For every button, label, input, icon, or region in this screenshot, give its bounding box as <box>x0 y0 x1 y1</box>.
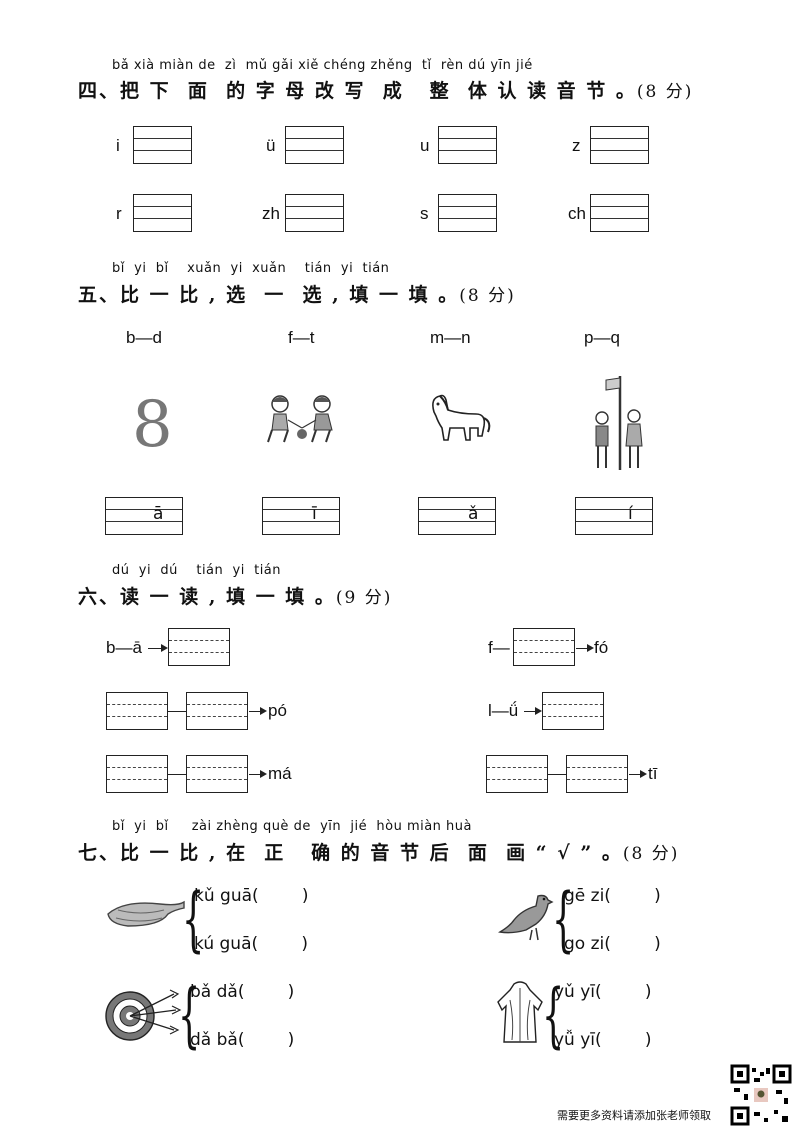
s4-writing-box[interactable] <box>285 194 344 232</box>
arrow-icon <box>576 644 594 652</box>
s5-tone: ǎ <box>468 504 479 524</box>
s5-writing-box[interactable]: ā <box>105 497 183 535</box>
brace-icon: { <box>182 878 205 960</box>
s4-pinyin: bǎ xià miàn de zì mǔ gǎi xiě chéng zhěng… <box>112 58 533 73</box>
brace-icon: { <box>542 974 565 1056</box>
s7-choice[interactable]: kú guā( ) <box>194 934 308 954</box>
s6-fo-prefix: f— <box>488 638 510 657</box>
s4-title: 四、把 下 面 的 字 母 改 写 成 整 体 认 读 音 节 。(8 分) <box>78 80 694 102</box>
pigeon-image <box>498 894 554 941</box>
arrow-icon <box>524 707 542 715</box>
s5-writing-box[interactable]: ǎ <box>418 497 496 535</box>
s4-letter-u: u <box>420 136 430 155</box>
s6-ti-result: tī <box>648 764 658 783</box>
s6-answer-box[interactable] <box>186 692 248 730</box>
s6-answer-box[interactable] <box>186 755 248 793</box>
s4-writing-box[interactable] <box>438 126 497 164</box>
s4-writing-box[interactable] <box>590 126 649 164</box>
digit-eight-image: 8 <box>132 388 173 462</box>
arrow-icon <box>249 707 267 715</box>
s7-score: (8 分) <box>622 844 680 864</box>
s6-ba-label: b—ā <box>106 638 142 657</box>
s7-title: 七、比 一 比 , 在 正 确 的 音 节 后 面 画 “ √ ” 。(8 分) <box>78 842 680 864</box>
connector-line <box>168 774 186 775</box>
qr-code-icon[interactable] <box>730 1064 792 1126</box>
s4-letter-i: i <box>116 136 120 155</box>
s4-writing-box[interactable] <box>285 126 344 164</box>
connector-line <box>168 711 186 712</box>
raincoat-image <box>497 981 543 1043</box>
s7-choice[interactable]: dǎ bǎ( ) <box>190 1030 295 1050</box>
s5-pinyin: bǐ yi bǐ xuǎn yi xuǎn tián yi tián <box>112 261 390 276</box>
flag-raising-image <box>595 376 643 470</box>
s7-choice[interactable]: yǔ yī( ) <box>554 982 652 1002</box>
arrow-icon <box>249 770 267 778</box>
s5-writing-box[interactable]: ī <box>262 497 340 535</box>
arrow-icon <box>629 770 647 778</box>
connector-line <box>548 774 566 775</box>
s6-answer-box[interactable] <box>566 755 628 793</box>
arrow-icon <box>148 644 168 652</box>
s5-pair-bd: b—d <box>126 328 162 347</box>
s4-letter-z: z <box>572 136 581 155</box>
s6-pinyin: dú yi dú tián yi tián <box>112 563 282 578</box>
brace-icon: { <box>552 878 575 960</box>
s6-ma-result: má <box>268 764 292 783</box>
s6-title: 六、读 一 读 , 填 一 填 。(9 分) <box>78 586 393 608</box>
s5-pair-mn: m—n <box>430 328 471 347</box>
s5-tone: ā <box>153 504 164 524</box>
s5-pair-ft: f—t <box>288 328 315 347</box>
s7-choice[interactable]: go zi( ) <box>564 934 661 954</box>
kids-fishing-image <box>267 395 333 443</box>
s4-writing-box[interactable] <box>590 194 649 232</box>
s5-tone: ı́ <box>628 504 633 524</box>
brace-icon: { <box>178 974 201 1056</box>
s7-pinyin: bǐ yi bǐ zài zhèng què de yīn jié hòu mi… <box>112 819 472 834</box>
s4-writing-box[interactable] <box>133 194 192 232</box>
target-arrows-image <box>105 989 182 1041</box>
s5-pair-pq: p—q <box>584 328 620 347</box>
s4-letter-ch: ch <box>568 204 586 223</box>
s7-choice[interactable]: gē zi( ) <box>564 886 661 906</box>
s4-letter-zh: zh <box>262 204 280 223</box>
footer-note: 需要更多资料请添加张老师领取 <box>557 1109 711 1122</box>
s6-fo-result: fó <box>594 638 609 657</box>
s6-po-result: pó <box>268 701 287 720</box>
s5-score: (8 分) <box>459 286 516 306</box>
s4-letter-r: r <box>116 204 122 223</box>
horse-image <box>432 394 491 441</box>
s7-choice[interactable]: bǎ dǎ( ) <box>190 982 295 1002</box>
s6-answer-box[interactable] <box>513 628 575 666</box>
s5-title: 五、比 一 比 , 选 一 选 , 填 一 填 。(8 分) <box>78 284 516 306</box>
s4-score: (8 分) <box>636 82 694 102</box>
s6-answer-box[interactable] <box>106 692 168 730</box>
s6-answer-box[interactable] <box>486 755 548 793</box>
s4-writing-box[interactable] <box>438 194 497 232</box>
s5-tone: ī <box>312 504 317 524</box>
s6-lu-label: l—ǘ <box>488 701 519 720</box>
s4-letter-s: s <box>420 204 429 223</box>
s7-choice[interactable]: kǔ guā( ) <box>194 886 309 906</box>
s6-answer-box[interactable] <box>168 628 230 666</box>
s4-letter-v: ü <box>266 136 276 155</box>
s4-writing-box[interactable] <box>133 126 192 164</box>
s6-score: (9 分) <box>335 588 393 608</box>
s6-answer-box[interactable] <box>106 755 168 793</box>
s7-choice[interactable]: yǚ yī( ) <box>554 1030 652 1050</box>
s5-writing-box[interactable]: ı́ <box>575 497 653 535</box>
s6-answer-box[interactable] <box>542 692 604 730</box>
bitter-melon-image <box>107 900 185 927</box>
